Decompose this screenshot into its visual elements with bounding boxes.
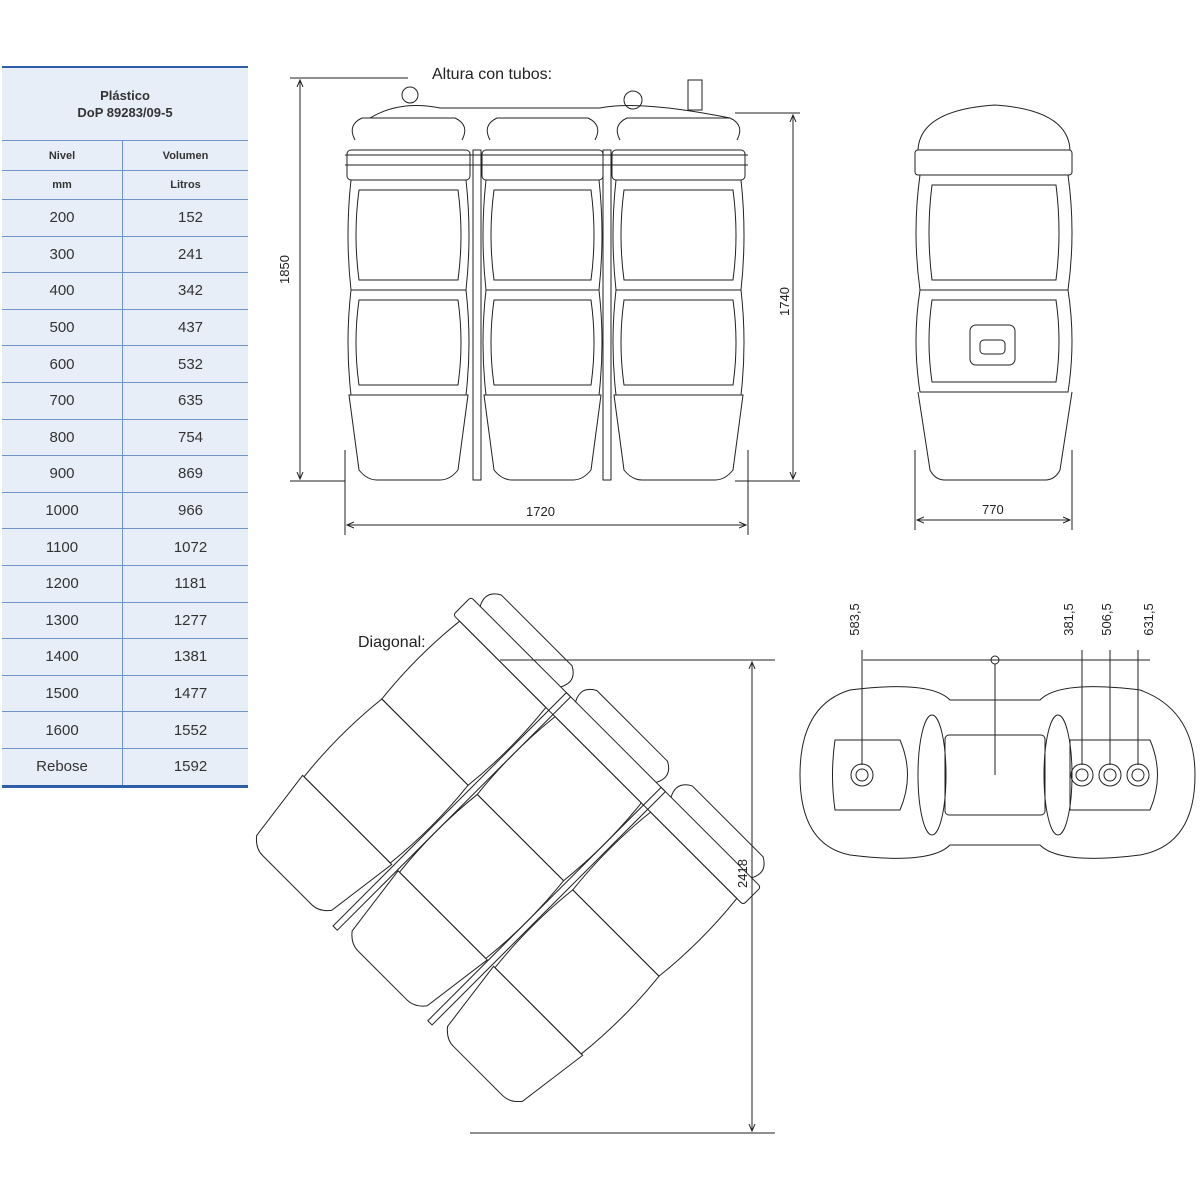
table-row: 300 241 xyxy=(2,236,248,274)
table-title-dop: DoP 89283/09-5 xyxy=(77,105,173,120)
unit-litros: Litros xyxy=(170,179,201,191)
front-view-label: Altura con tubos: xyxy=(432,66,553,83)
cell-nivel: 1000 xyxy=(2,492,123,529)
table-row: 1200 1181 xyxy=(2,565,248,603)
cell-volumen: 635 xyxy=(177,392,204,410)
cell-nivel: 1200 xyxy=(2,565,123,602)
cell-volumen: 966 xyxy=(177,502,204,520)
cell-nivel: 600 xyxy=(2,346,123,382)
cell-volumen: 1592 xyxy=(173,758,208,776)
cell-volumen: 532 xyxy=(177,355,204,373)
table-row: 1100 1072 xyxy=(2,529,248,566)
cell-nivel: 300 xyxy=(2,236,123,273)
cell-nivel: 700 xyxy=(2,382,123,419)
cell-volumen: 1477 xyxy=(173,685,208,703)
table-row: 600 532 xyxy=(2,346,248,383)
table-row: 500 437 xyxy=(2,309,248,347)
table-row: Rebose 1592 xyxy=(2,748,248,785)
table-row: 900 869 xyxy=(2,456,248,493)
cell-nivel: 200 xyxy=(2,200,123,236)
cell-volumen: 754 xyxy=(177,428,204,446)
cell-volumen: 869 xyxy=(177,465,204,483)
cell-volumen: 1072 xyxy=(173,538,208,556)
unit-mm: mm xyxy=(2,171,123,199)
cell-volumen: 152 xyxy=(177,209,204,227)
table-units-row: mm Litros xyxy=(2,171,248,200)
table-row: 1400 1381 xyxy=(2,639,248,676)
cell-volumen: 1181 xyxy=(174,575,207,593)
table-row: 400 342 xyxy=(2,273,248,310)
diagonal-view-label: Diagonal: xyxy=(358,634,426,651)
cell-volumen: 1552 xyxy=(173,721,208,739)
table-header-row: Nivel Volumen xyxy=(2,141,248,171)
cell-nivel: 800 xyxy=(2,419,123,456)
cell-nivel: 900 xyxy=(2,456,123,492)
table-row: 1500 1477 xyxy=(2,675,248,713)
cell-nivel: 1500 xyxy=(2,675,123,712)
volume-table: Plástico DoP 89283/09-5 Nivel Volumen mm… xyxy=(2,66,248,788)
dim-front-width: 1720 xyxy=(526,504,555,519)
table-row: 1000 966 xyxy=(2,492,248,530)
table-row: 800 754 xyxy=(2,419,248,457)
cell-volumen: 342 xyxy=(177,282,204,300)
table-title: Plástico DoP 89283/09-5 xyxy=(2,68,248,141)
cell-nivel: 1400 xyxy=(2,639,123,675)
table-title-material: Plástico xyxy=(100,88,150,103)
cell-nivel: 400 xyxy=(2,273,123,309)
cell-volumen: 1277 xyxy=(173,611,208,629)
table-row: 700 635 xyxy=(2,382,248,420)
cell-volumen: 437 xyxy=(177,319,204,337)
header-volumen: Volumen xyxy=(162,149,209,162)
table-row: 1300 1277 xyxy=(2,602,248,640)
cell-volumen: 1381 xyxy=(173,648,208,666)
table-row: 1600 1552 xyxy=(2,712,248,749)
cell-nivel: Rebose xyxy=(2,748,123,785)
cell-nivel: 1100 xyxy=(2,529,123,565)
header-nivel: Nivel xyxy=(2,141,123,170)
cell-nivel: 1300 xyxy=(2,602,123,639)
cell-volumen: 241 xyxy=(177,245,204,263)
cell-nivel: 1600 xyxy=(2,712,123,748)
table-row: 200 152 xyxy=(2,200,248,237)
cell-nivel: 500 xyxy=(2,309,123,346)
